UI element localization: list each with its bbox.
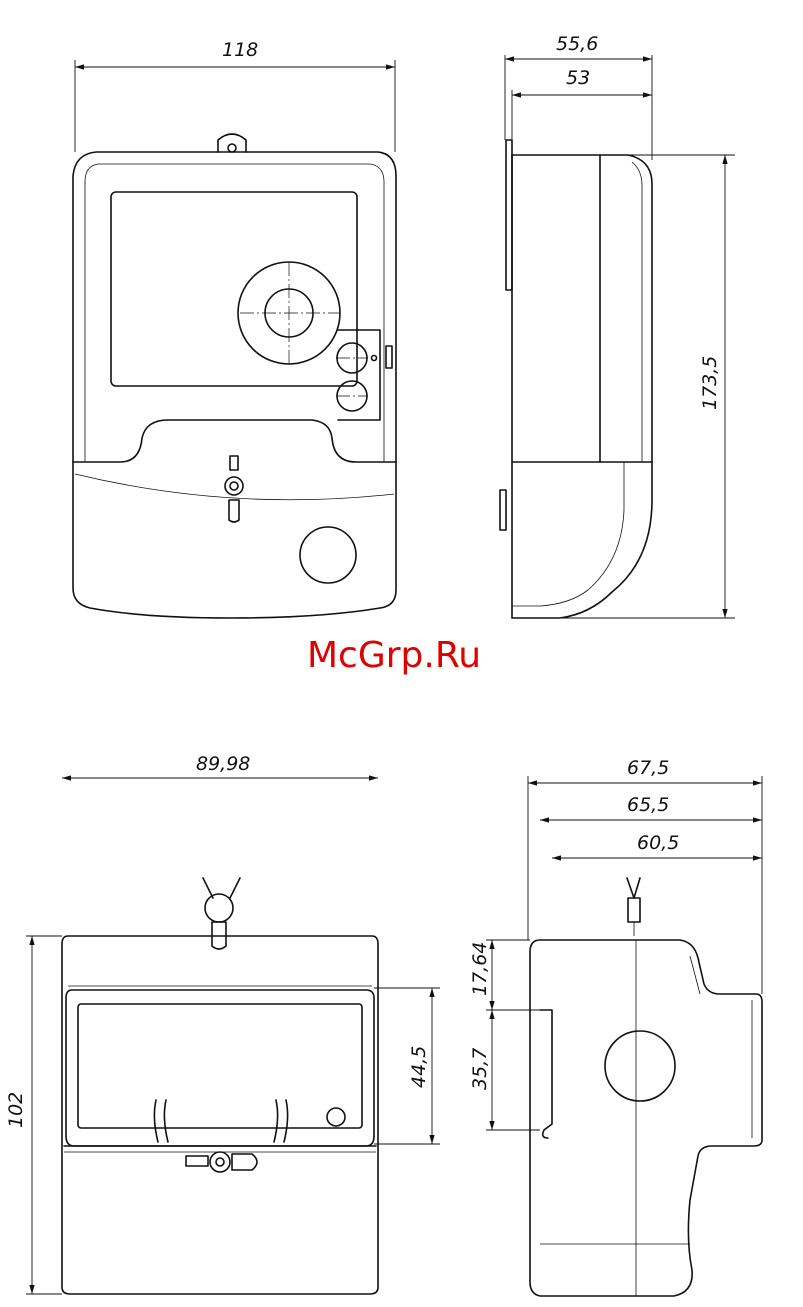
dimension-53: 53	[512, 67, 652, 155]
dimension-65-5: 65,5	[540, 794, 762, 820]
front-view-meter	[73, 134, 396, 618]
dim-label-173-5: 173,5	[699, 356, 721, 410]
watermark: McGrp.Ru	[307, 635, 481, 676]
dim-label-60-5: 60,5	[637, 832, 679, 854]
dim-label-17-64: 17,64	[469, 942, 491, 996]
dimension-67-5: 67,5	[528, 757, 762, 994]
dimension-102: 102	[5, 936, 62, 1294]
dim-label-44-5: 44,5	[408, 1046, 430, 1088]
dim-label-89-98: 89,98	[196, 753, 250, 775]
dim-label-53: 53	[566, 67, 590, 89]
dimension-60-5: 60,5	[552, 832, 762, 858]
side-view-meter	[500, 140, 652, 618]
dimension-173-5: 173,5	[560, 155, 735, 618]
dimension-55-6: 55,6	[505, 33, 652, 160]
dimension-44-5: 44,5	[374, 988, 440, 1144]
dim-label-55-6: 55,6	[556, 33, 598, 55]
dim-label-102: 102	[5, 1092, 27, 1128]
dim-label-118: 118	[222, 39, 258, 61]
dim-label-35-7: 35,7	[469, 1048, 491, 1090]
dimension-89-98: 89,98	[62, 753, 378, 778]
dim-label-67-5: 67,5	[627, 757, 669, 779]
side-view-meter-2	[530, 878, 762, 1296]
dim-label-65-5: 65,5	[627, 794, 669, 816]
front-view-meter-2	[62, 878, 378, 1294]
